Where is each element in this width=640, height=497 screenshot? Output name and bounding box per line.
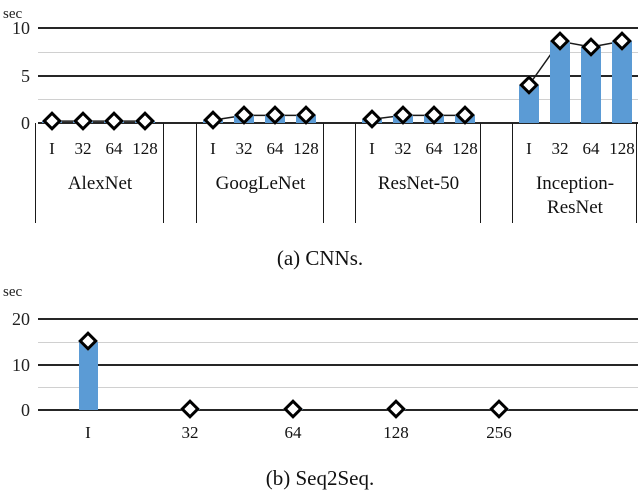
y-axis-unit-label: sec	[3, 6, 23, 22]
category-label: 32	[551, 139, 569, 158]
minor-gridline	[38, 51, 638, 53]
category-label: 256	[486, 423, 512, 442]
caption-seq2seq: (b) Seq2Seq.	[265, 466, 375, 490]
category-label: 128	[383, 423, 409, 442]
major-gridline	[38, 318, 638, 320]
category-label: 32	[74, 139, 92, 158]
y-tick-label: 5	[21, 65, 30, 86]
major-gridline	[38, 74, 638, 77]
category-label: 128	[132, 139, 158, 158]
diamond-marker	[385, 398, 406, 419]
category-label: 32	[394, 139, 412, 158]
category-label: I	[369, 139, 375, 158]
bar	[550, 41, 570, 123]
category-label: 64	[284, 423, 302, 442]
major-gridline	[38, 409, 638, 411]
category-group-bracket	[512, 123, 637, 223]
category-label: 64	[425, 139, 443, 158]
bar	[612, 41, 632, 123]
category-label: I	[49, 139, 55, 158]
category-label: 64	[582, 139, 600, 158]
category-label: 64	[105, 139, 123, 158]
major-gridline	[38, 27, 638, 29]
category-label: I	[526, 139, 532, 158]
major-gridline	[38, 363, 638, 366]
category-label: 32	[181, 423, 199, 442]
y-tick-label: 10	[12, 354, 30, 375]
minor-gridline	[38, 99, 638, 101]
y-tick-label: 0	[21, 113, 30, 133]
category-label: 32	[235, 139, 253, 158]
bar	[78, 341, 98, 410]
category-label: 64	[266, 139, 284, 158]
group-label: Inception-ResNet	[535, 173, 615, 219]
group-label: ResNet-50	[377, 173, 460, 194]
y-tick-label: 20	[12, 309, 30, 329]
diamond-marker	[282, 398, 303, 419]
category-label: 128	[293, 139, 319, 158]
y-tick-label: 10	[12, 18, 30, 38]
category-group-bracket	[355, 123, 481, 223]
y-tick-label: 0	[21, 400, 30, 420]
y-axis-unit-label: sec	[3, 284, 23, 300]
bar	[519, 85, 539, 123]
category-label: I	[85, 423, 91, 442]
caption-cnns: (a) CNNs.	[276, 246, 364, 270]
minor-gridline	[38, 341, 638, 343]
category-group-bracket	[35, 123, 164, 223]
group-label: AlexNet	[67, 173, 133, 194]
major-gridline	[38, 122, 638, 124]
category-label: 128	[452, 139, 478, 158]
diamond-marker	[179, 398, 200, 419]
minor-gridline	[38, 387, 638, 389]
category-group-bracket	[196, 123, 324, 223]
diamond-marker	[488, 398, 509, 419]
bar	[581, 47, 601, 123]
group-label: GoogLeNet	[215, 173, 306, 194]
category-label: I	[210, 139, 216, 158]
category-label: 128	[609, 139, 635, 158]
